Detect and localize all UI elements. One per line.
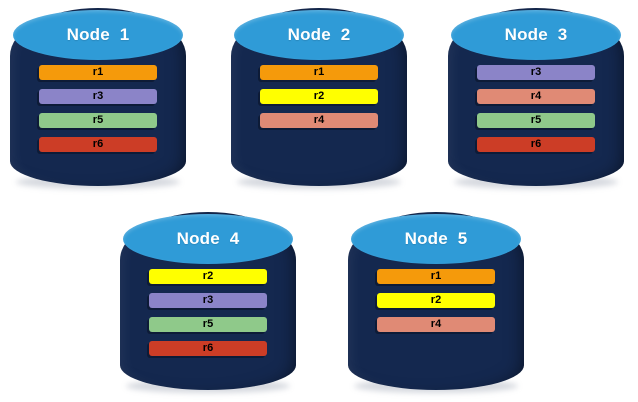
node-5-shard-r1[interactable]: r1 — [377, 269, 495, 284]
node-5-shard-r4[interactable]: r4 — [377, 317, 495, 332]
node-4-shard-list: r2 r3 r5 r6 — [120, 269, 296, 356]
node-2-shard-r4[interactable]: r4 — [260, 113, 378, 128]
node-4-shard-r2[interactable]: r2 — [149, 269, 267, 284]
database-node-5[interactable]: Node 5 r1 r2 r4 — [348, 212, 524, 393]
node-1-label: Node 1 — [66, 25, 130, 44]
node-4-shard-r3[interactable]: r3 — [149, 293, 267, 308]
node-1-shard-r6[interactable]: r6 — [39, 137, 157, 152]
database-node-2[interactable]: Node 2 r1 r2 r4 — [231, 8, 407, 189]
node-3-shard-list: r3 r4 r5 r6 — [448, 65, 624, 152]
node-2-label: Node 2 — [287, 25, 351, 44]
node-1-shard-list: r1 r3 r5 r6 — [10, 65, 186, 152]
node-5-cylinder-top — [351, 214, 521, 264]
database-node-4[interactable]: Node 4 r2 r3 r5 r6 — [120, 212, 296, 393]
database-node-3[interactable]: Node 3 r3 r4 r5 r6 — [448, 8, 624, 189]
database-node-1[interactable]: Node 1 r1 r3 r5 r6 — [10, 8, 186, 189]
node-5-label: Node 5 — [404, 229, 468, 248]
node-5-shard-r2[interactable]: r2 — [377, 293, 495, 308]
node-4-shard-r6[interactable]: r6 — [149, 341, 267, 356]
node-1-shard-r5[interactable]: r5 — [39, 113, 157, 128]
node-1-shard-r1[interactable]: r1 — [39, 65, 157, 80]
node-2-cylinder-top — [234, 10, 404, 60]
node-3-shard-r4[interactable]: r4 — [477, 89, 595, 104]
node-3-shard-r5[interactable]: r5 — [477, 113, 595, 128]
node-2-shard-r2[interactable]: r2 — [260, 89, 378, 104]
node-1-cylinder-top — [13, 10, 183, 60]
node-4-cylinder-top — [123, 214, 293, 264]
node-4-label: Node 4 — [176, 229, 240, 248]
node-4-shard-r5[interactable]: r5 — [149, 317, 267, 332]
node-1-shard-r3[interactable]: r3 — [39, 89, 157, 104]
node-2-shard-r1[interactable]: r1 — [260, 65, 378, 80]
node-3-shard-r3[interactable]: r3 — [477, 65, 595, 80]
node-3-cylinder-top — [451, 10, 621, 60]
node-3-shard-r6[interactable]: r6 — [477, 137, 595, 152]
node-3-label: Node 3 — [504, 25, 568, 44]
node-5-shard-list: r1 r2 r4 — [348, 269, 524, 332]
node-2-shard-list: r1 r2 r4 — [231, 65, 407, 128]
